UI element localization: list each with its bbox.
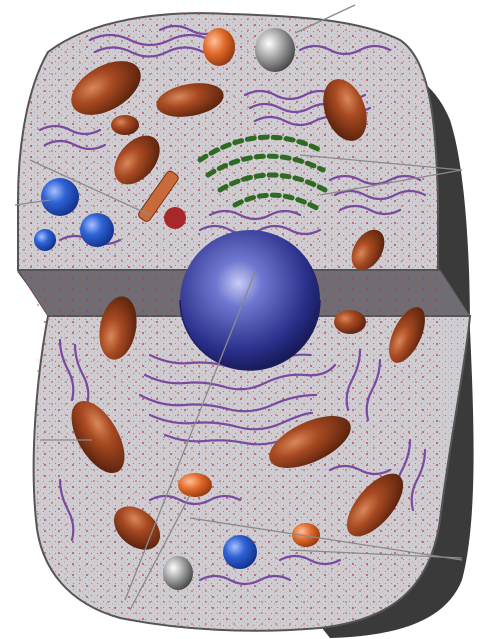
mitochondrion xyxy=(111,115,139,135)
secretory-vesicle xyxy=(255,28,295,72)
vacuole xyxy=(41,178,79,216)
vacuole xyxy=(223,535,257,569)
vacuole xyxy=(34,229,56,251)
lysosome xyxy=(203,28,235,66)
vacuole xyxy=(80,213,114,247)
mitochondrion xyxy=(334,310,366,334)
lysosome xyxy=(178,473,212,497)
secretory-vesicle xyxy=(163,556,193,590)
